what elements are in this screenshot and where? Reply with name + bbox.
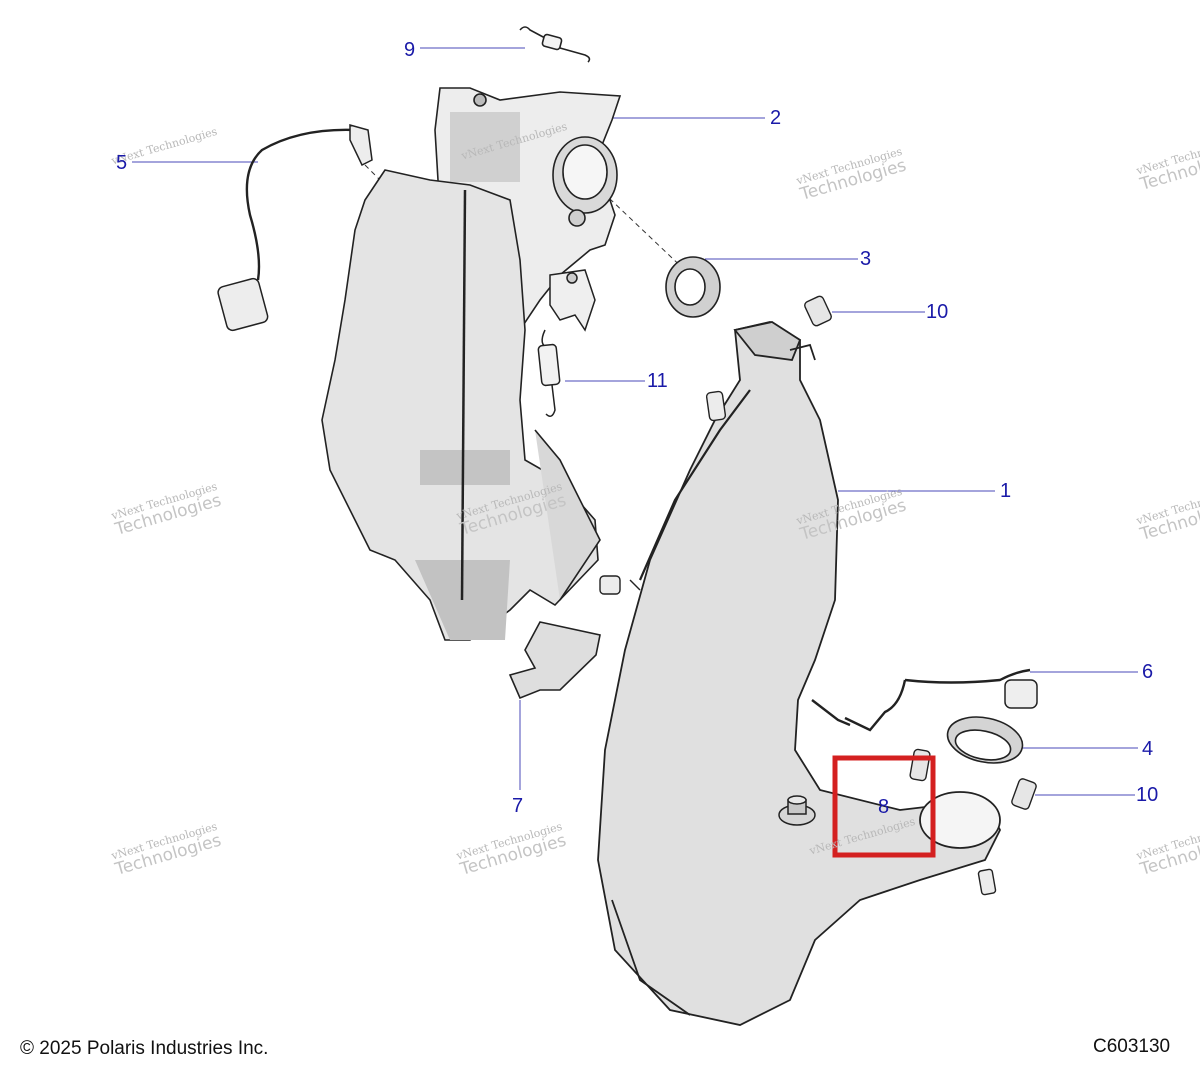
callout-7: 7 (512, 795, 524, 817)
part-11-spring (537, 329, 561, 417)
part-8-plug (778, 795, 816, 826)
callout-1: 1 (1000, 480, 1012, 502)
callout-8: 8 (878, 796, 890, 818)
callout-11: 11 (647, 370, 668, 392)
part-3-gasket (665, 256, 721, 318)
callout-10-upper: 10 (926, 301, 949, 323)
callout-4: 4 (1142, 738, 1154, 760)
pipe-springs (599, 390, 997, 896)
callout-2: 2 (770, 107, 782, 129)
part-10-spring-upper (804, 295, 832, 327)
callout-6: 6 (1142, 661, 1154, 683)
part-5-sensor (217, 124, 373, 332)
callout-10-lower: 10 (1136, 784, 1159, 806)
body-shroud (321, 169, 601, 641)
highlight-box (832, 755, 936, 858)
part-1-exhaust-pipe (597, 321, 1002, 1026)
part-7-clip (508, 621, 601, 700)
part-9-spring (519, 26, 591, 63)
part-4-ring (946, 716, 1024, 764)
diagram-code: C603130 (1093, 1036, 1171, 1057)
callout-5: 5 (116, 152, 128, 174)
callout-9: 9 (404, 39, 416, 61)
callout-3: 3 (860, 248, 872, 270)
part-6-sensor (811, 668, 1038, 732)
bracket (549, 269, 596, 332)
copyright-text: © 2025 Polaris Industries Inc. (20, 1038, 269, 1059)
